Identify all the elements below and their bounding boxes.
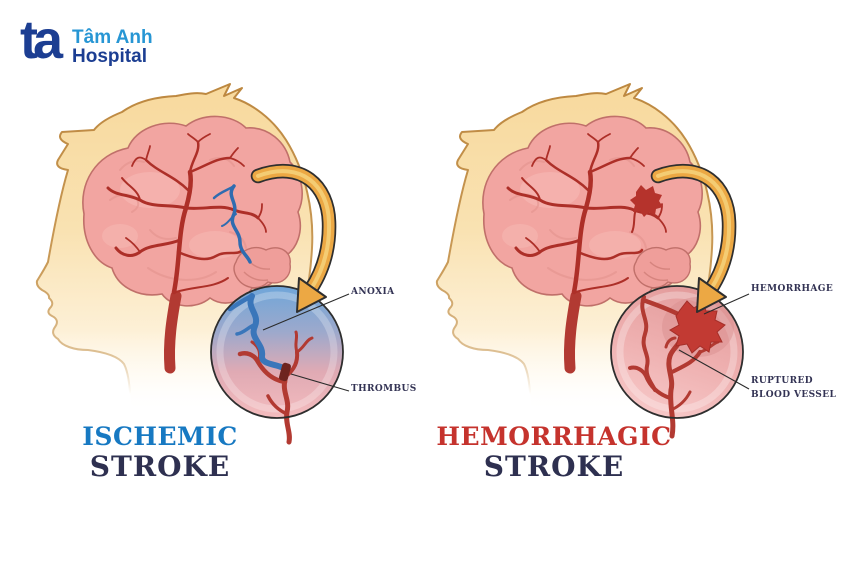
hemorrhagic-title-stroke-word: STROKE <box>483 450 625 483</box>
ischemic-magnifier <box>210 285 344 445</box>
inset-artery <box>628 295 720 439</box>
logo-mark: ta <box>20 10 63 70</box>
callout-lines <box>262 293 350 392</box>
callout-lines <box>678 293 750 390</box>
ruptured-label-line2: BLOOD VESSEL <box>751 389 837 400</box>
thrombus-clot <box>278 362 292 382</box>
logo-name-top: Tâm Anh <box>72 27 153 48</box>
thrombus-label: THROMBUS <box>351 384 417 394</box>
anoxia-label: ANOXIA <box>351 287 395 297</box>
hemorrhage-label: HEMORRHAGE <box>751 284 834 294</box>
brain-hemorrhage-spot <box>630 185 663 233</box>
ischemic-title-stroke-word: STROKE <box>89 450 231 483</box>
hemorrhagic-illustration <box>437 84 750 439</box>
ruptured-label-line1: RUPTURED <box>751 376 813 386</box>
logo-wordmark: Tâm Anh Hospital <box>72 18 153 67</box>
blocked-vessel-blue <box>212 184 252 264</box>
hospital-logo: ta Tâm Anh Hospital <box>20 10 153 70</box>
ischemic-illustration <box>37 84 350 445</box>
logo-name-bottom: Hospital <box>72 46 147 68</box>
ischemic-stroke-title: ISCHEMIC STROKE <box>40 424 280 481</box>
hemorrhagic-magnifier <box>610 285 744 439</box>
hemorrhagic-title-word: HEMORRHAGIC <box>436 422 672 451</box>
inset-anoxic-vessel <box>227 293 284 370</box>
ruptured-blood-vessel-label: RUPTURED BLOOD VESSEL <box>751 375 836 402</box>
hemorrhagic-stroke-title: HEMORRHAGIC STROKE <box>434 424 674 481</box>
ischemic-title-word: ISCHEMIC <box>82 422 238 451</box>
